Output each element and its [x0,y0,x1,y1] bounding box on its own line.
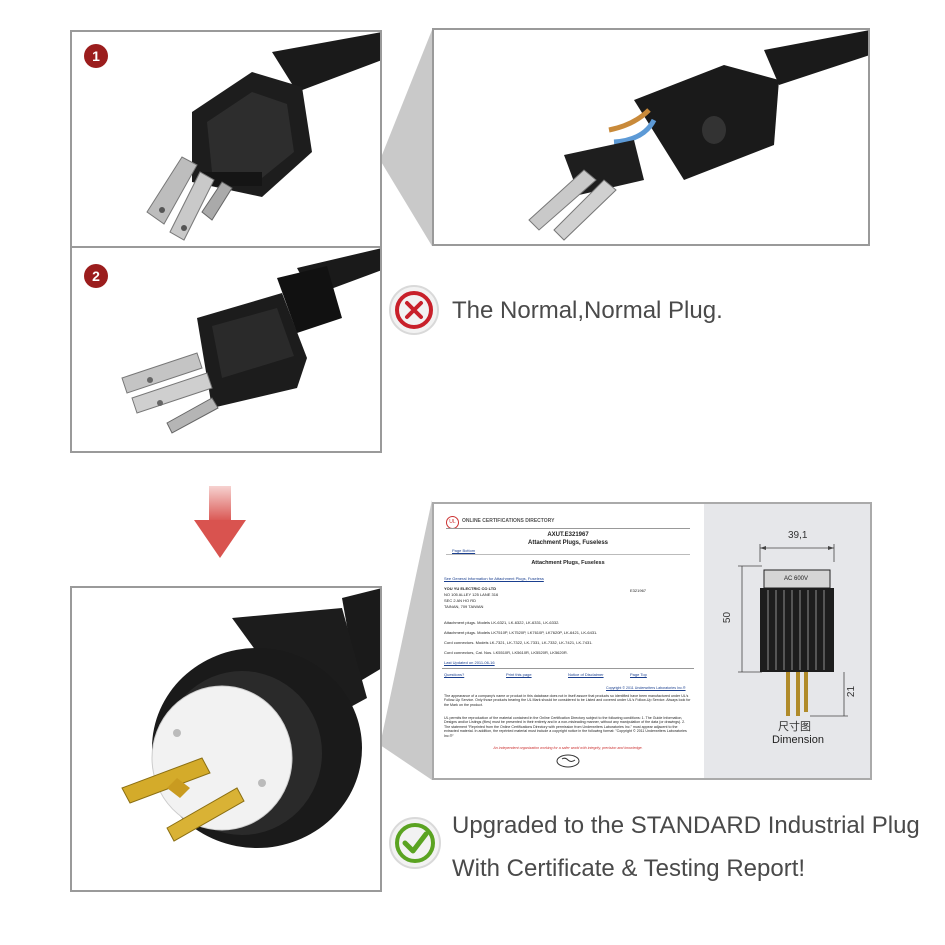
dimension-label: Dimension [772,734,824,746]
plug-photo-panel-1: 1 [70,30,382,248]
cert-address-2: SEC 2 AN HO RD [444,598,477,603]
copyright-link[interactable]: Copyright © 2011 Underwriters Laboratori… [606,686,686,690]
industrial-plug-image [121,588,380,848]
down-arrow-icon [194,486,246,558]
cert-paragraph-1: The appearance of a company's name or pr… [444,694,691,707]
dimension-width-value: 39,1 [788,530,808,541]
see-general-link[interactable]: See General Information for Attachment P… [444,576,544,581]
plug-wiring-panel [432,28,870,246]
cert-address-3: TAINAN, 709 TAIWAN [444,604,484,609]
last-updated: Last Updated on 2011-06-16 [444,660,495,665]
step-badge-1: 1 [84,44,108,68]
plug-wiring-image [528,30,868,241]
normal-plug-caption: The Normal,Normal Plug. [452,297,723,324]
upgraded-caption-line-1: Upgraded to the STANDARD Industrial Plug [452,812,920,839]
plug-photo-panel-2: 2 [70,246,382,453]
page-top-link[interactable]: Page Top [630,672,647,677]
industrial-plug-panel [70,586,382,892]
disclaimer-link[interactable]: Notice of Disclaimer [568,672,604,677]
cert-footer: An independent organization working for … [493,746,643,750]
page-bottom-link[interactable]: Page Bottom [452,548,476,553]
certificate-document: UL ONLINE CERTIFICATIONS DIRECTORY AXUT.… [434,504,702,778]
cert-row-1: Attachment plugs. Models LK-6321, LK-632… [444,620,560,625]
rating-label: AC 600V [784,576,809,582]
questions-link[interactable]: Questions? [444,672,465,677]
check-icon [389,817,441,869]
globe-icon [556,754,580,768]
cert-file-no: E321967 [630,588,647,593]
dimension-label-cn: 尺寸图 [778,721,811,733]
cert-subtitle: Attachment Plugs, Fuseless [531,560,605,566]
cert-address-1: NO 105 ALLEY 125 LANE 316 [444,592,499,597]
upgraded-caption-line-2: With Certificate & Testing Report! [452,855,806,882]
cert-title: Attachment Plugs, Fuseless [527,540,609,546]
cert-code: AXUT.E321967 [547,532,589,538]
dimension-height-value: 50 [722,611,734,624]
cert-header: ONLINE CERTIFICATIONS DIRECTORY [462,518,555,524]
cert-row-3: Cord connectors. Models LK-7321, LK-7322… [444,640,593,645]
dimension-pin-value: 21 [846,685,858,698]
step-badge-2: 2 [84,264,108,288]
normal-plug-image-2 [121,248,380,434]
print-page-link[interactable]: Print this page [506,672,532,677]
cert-company: YOU YU ELECTRIC CO LTD [444,586,497,591]
normal-plug-image-1 [146,32,380,241]
cert-row-4: Cord connectors, Cat. Nos. LK5510R, LK56… [444,650,568,655]
cross-icon [389,285,439,335]
dimension-drawing: 39,1 50 21 AC 600V 尺寸图 Dimension [704,504,870,778]
cert-paragraph-2: UL permits the reproduction of the mater… [444,716,687,738]
certificate-panel: UL ONLINE CERTIFICATIONS DIRECTORY AXUT.… [432,502,872,780]
cert-row-2: Attachment plugs. Models LK7510P, LK7520… [444,630,598,635]
dimension-diagram [738,544,848,717]
